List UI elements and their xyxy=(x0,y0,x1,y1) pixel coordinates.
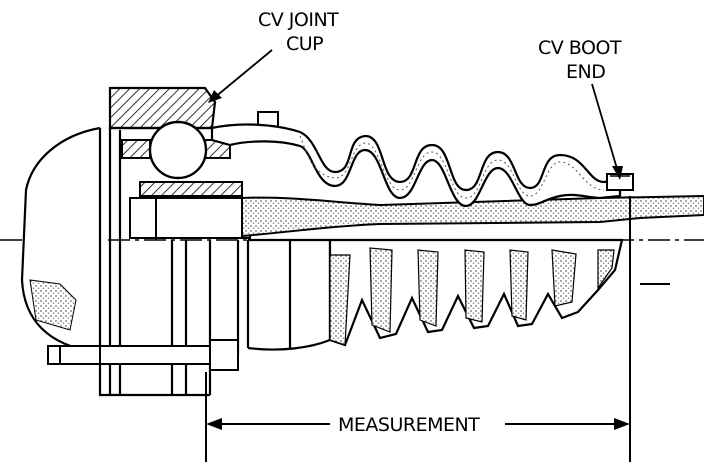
cv-boot-label-line1: CV BOOT xyxy=(538,37,622,59)
cv-boot-lower xyxy=(29,238,624,347)
cv-boot-upper xyxy=(210,123,634,208)
cv-joint-label-line1: CV JOINT xyxy=(258,9,339,31)
measurement-label: MEASUREMENT xyxy=(338,414,480,436)
cv-joint-cup xyxy=(108,86,301,240)
cv-boot-label-line2: END xyxy=(566,61,605,83)
cv-joint-label-line2: CUP xyxy=(286,33,323,55)
axle-shaft xyxy=(241,194,704,285)
mounting-bolt xyxy=(47,339,239,371)
leader-lines xyxy=(208,49,623,180)
measurement-dimension xyxy=(205,196,631,462)
